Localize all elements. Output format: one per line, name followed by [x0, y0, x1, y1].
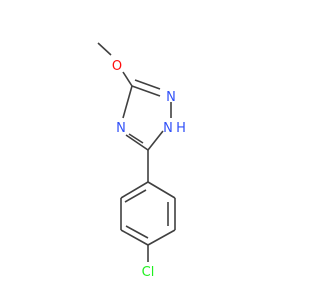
chlorine-atom-label: Cl [142, 265, 155, 280]
molecule-diagram: O N N H N Cl [97, 42, 186, 280]
bond-ring-a-double [124, 189, 147, 203]
bond-ring-a [120, 181, 149, 199]
bond-ring-d [147, 229, 176, 246]
n2-hydrogen-label: H [176, 121, 186, 136]
bond-methyl-oxygen [97, 42, 112, 56]
bond-n4-c5 [122, 85, 133, 119]
bond-ring-f [147, 181, 176, 199]
bond-c5-n1 [131, 85, 161, 97]
bond-ring-c-double [125, 225, 149, 239]
n4-atom-label: N [116, 121, 126, 136]
bond-oxygen-c5 [122, 71, 133, 87]
bond-c5-n1-double [134, 79, 161, 90]
bond-n2-c3 [147, 130, 164, 151]
bond-c3-n4-double [128, 133, 144, 144]
bond-ring-c [120, 229, 149, 246]
n2-atom-label: N [163, 121, 173, 136]
n1-atom-label: N [166, 90, 176, 105]
oxygen-atom-label: O [112, 59, 122, 74]
bond-c3-n4 [125, 134, 149, 151]
